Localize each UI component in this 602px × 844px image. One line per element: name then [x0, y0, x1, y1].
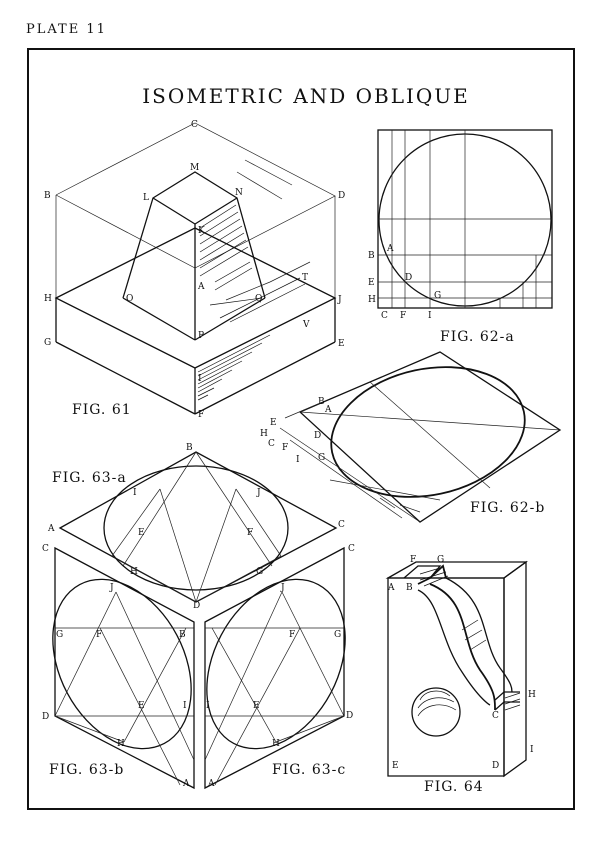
label: G — [44, 338, 51, 348]
label: L — [143, 193, 149, 203]
label: A — [207, 779, 215, 789]
label: F — [410, 555, 416, 565]
label: B — [368, 251, 375, 261]
label: J — [109, 583, 114, 593]
label: D — [314, 431, 321, 441]
fig-62a-drawing: B A E D H G C F I — [368, 129, 553, 321]
label: K — [198, 226, 205, 236]
label: B — [186, 443, 193, 453]
fig-63a-caption: FIG. 63-a — [52, 470, 127, 486]
fig-61-drawing: C M B L N D K A T H O Q J P V G E I F — [44, 120, 345, 420]
label: N — [235, 188, 243, 198]
label: H — [368, 295, 376, 305]
label: J — [337, 295, 342, 305]
label: G — [437, 555, 444, 565]
label: D — [42, 712, 49, 722]
label: E — [253, 701, 260, 711]
label: H — [130, 567, 138, 577]
label: D — [338, 191, 345, 201]
fig-62a-caption: FIG. 62-a — [440, 329, 515, 345]
label: A — [387, 583, 395, 593]
label: I — [206, 701, 210, 711]
label: C — [492, 711, 499, 721]
label: H — [272, 739, 280, 749]
label: G — [256, 567, 263, 577]
label: D — [492, 761, 499, 771]
label: F — [282, 443, 288, 453]
plate-number: PLATE 11 — [26, 22, 107, 37]
label: E — [270, 418, 277, 428]
label: E — [392, 761, 399, 771]
label: F — [289, 630, 295, 640]
label: F — [400, 311, 406, 321]
label: G — [318, 453, 325, 463]
label: C — [348, 544, 355, 554]
label: B — [318, 397, 325, 407]
label: I — [428, 311, 432, 321]
label: I — [296, 455, 300, 465]
label: H — [528, 690, 536, 700]
label: B — [406, 583, 413, 593]
label: F — [247, 528, 253, 538]
fig-64-caption: FIG. 64 — [424, 779, 484, 795]
label: T — [302, 273, 308, 283]
fig-64-drawing: F G A B H C E D I — [385, 555, 536, 778]
label: D — [193, 601, 200, 611]
label: G — [334, 630, 341, 640]
label: O — [126, 294, 133, 304]
label: C — [191, 120, 198, 130]
fig-63c-caption: FIG. 63-c — [272, 762, 346, 778]
label: C — [381, 311, 388, 321]
fig-63b-caption: FIG. 63-b — [49, 762, 124, 778]
label: I — [530, 745, 534, 755]
label: G — [56, 630, 63, 640]
label: B — [44, 191, 51, 201]
label: H — [117, 739, 125, 749]
label: C — [268, 439, 275, 449]
label: Q — [255, 294, 262, 304]
label: I — [133, 488, 137, 498]
label: V — [302, 320, 310, 330]
label: P — [198, 331, 204, 341]
label: H — [44, 294, 52, 304]
label: F — [96, 630, 102, 640]
label: A — [197, 282, 205, 292]
label: A — [386, 244, 394, 254]
label: J — [280, 583, 285, 593]
label: E — [138, 701, 145, 711]
label: A — [324, 405, 332, 415]
label: H — [260, 429, 268, 439]
fig-61-caption: FIG. 61 — [72, 402, 132, 418]
label: D — [405, 273, 412, 283]
label: I — [183, 701, 187, 711]
label: C — [42, 544, 49, 554]
label: A — [182, 779, 190, 789]
plate-title: ISOMETRIC AND OBLIQUE — [142, 84, 470, 108]
label: G — [434, 291, 441, 301]
label: E — [138, 528, 145, 538]
label: A — [47, 524, 55, 534]
label: E — [368, 278, 375, 288]
label: B — [179, 630, 186, 640]
label: D — [346, 711, 353, 721]
fig-63-drawing: B I J A C E F H G D C J G F B D E I H A … — [42, 443, 355, 790]
fig-62b-drawing: B A E D H G C F I — [260, 351, 562, 523]
label: E — [338, 339, 345, 349]
label: F — [198, 410, 204, 420]
plate-frame — [27, 48, 575, 810]
fig-62b-caption: FIG. 62-b — [470, 500, 545, 516]
label: I — [198, 374, 202, 384]
label: J — [256, 488, 261, 498]
label: M — [190, 163, 199, 173]
label: C — [338, 520, 345, 530]
